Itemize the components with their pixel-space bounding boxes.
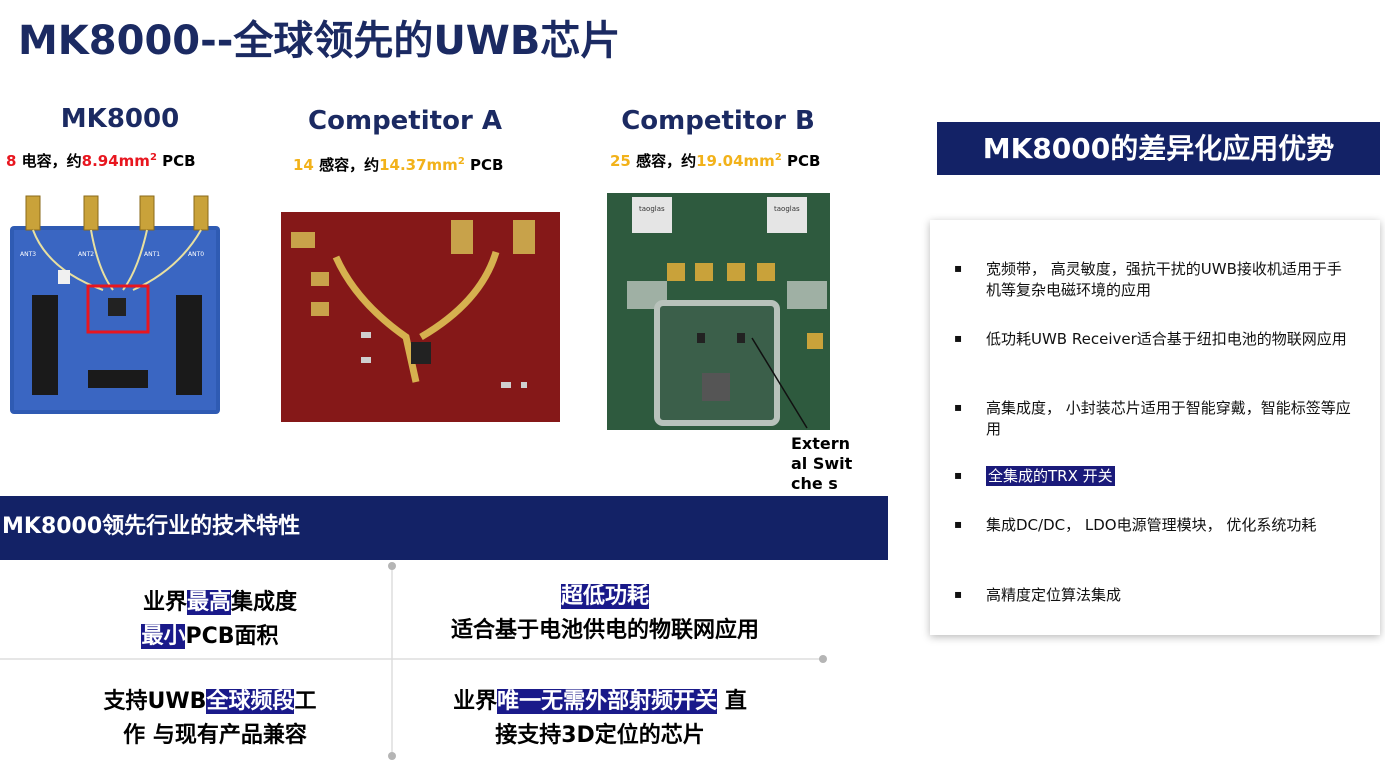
advantage-item: ▪高精度定位算法集成 [954, 586, 1122, 604]
chip-title-mk8000: MK8000 [60, 104, 180, 134]
feature-integration: 业界最高集成度 最小PCB面积 [141, 590, 298, 649]
advantages-header-text: MK8000的差异化应用优势 [982, 132, 1335, 165]
advantage-item: ▪宽频带， 高灵敏度，强抗干扰的UWB接收机适用于手机等复杂电磁环境的应用 [954, 260, 1342, 299]
mk8000-board-photo: ANT3 ANT2 ANT1 ANT0 [8, 190, 222, 416]
pcb-area: 19.04mm [696, 152, 775, 170]
ant-label: ANT1 [144, 251, 160, 258]
competitor-b-board-photo: taoglas taoglas [607, 193, 830, 430]
advantage-item-highlighted: ▪全集成的TRX 开关 [954, 466, 1115, 486]
feature-low-power: 超低功耗 适合基于电池供电的物联网应用 [450, 584, 759, 643]
chip-spec-competitor-b: 25 感容，约19.04mm2 PCB [610, 150, 820, 171]
tech-features-header: MK8000领先行业的技术特性 [0, 496, 888, 560]
pcb-area: 8.94mm [81, 152, 150, 170]
mk8000-board-image: ANT3 ANT2 ANT1 ANT0 [8, 190, 222, 416]
advantage-item: ▪高集成度， 小封装芯片适用于智能穿戴，智能标签等应用 [954, 399, 1351, 438]
competitor-a-board-image [281, 212, 560, 422]
component-count-label: 感容，约 [630, 152, 697, 170]
chip-spec-mk8000: 8 电容，约8.94mm2 PCB [6, 150, 196, 171]
external-switches-label: Extern al Switche s [791, 434, 853, 493]
chip-title-competitor-a: Competitor A [308, 106, 502, 136]
component-count: 8 [6, 152, 17, 170]
antenna-brand-label: taoglas [774, 205, 800, 213]
bullet-icon: ▪ [954, 517, 963, 531]
advantages-panel: ▪宽频带， 高灵敏度，强抗干扰的UWB接收机适用于手机等复杂电磁环境的应用 ▪低… [930, 220, 1380, 635]
ant-label: ANT2 [78, 251, 94, 258]
advantage-item: ▪低功耗UWB Receiver适合基于纽扣电池的物联网应用 [954, 330, 1347, 348]
bullet-icon: ▪ [954, 468, 963, 482]
bullet-icon: ▪ [954, 400, 963, 414]
chip-spec-competitor-a: 14 感容，约14.37mm2 PCB [293, 154, 503, 175]
competitor-a-board-photo [281, 212, 560, 422]
feature-grid-lines [0, 562, 827, 760]
ant-label: ANT0 [188, 251, 204, 258]
competitor-b-board-image: taoglas taoglas [607, 193, 830, 430]
tech-features-header-text: MK8000领先行业的技术特性 [2, 514, 301, 539]
pcb-label: PCB [156, 152, 196, 170]
component-count-label: 感容，约 [313, 156, 380, 174]
feature-global-band: 支持UWB全球频段工 作 与现有产品兼容 [103, 689, 317, 748]
chip-title-competitor-b: Competitor B [621, 106, 815, 136]
pcb-area: 14.37mm [379, 156, 458, 174]
bullet-icon: ▪ [954, 331, 963, 345]
bullet-icon: ▪ [954, 261, 963, 275]
pcb-area-unit-sup: 2 [149, 152, 157, 163]
pcb-label: PCB [464, 156, 504, 174]
advantage-item: ▪集成DC/DC， LDO电源管理模块， 优化系统功耗 [954, 516, 1317, 534]
page-title: MK8000--全球领先的UWB芯片 [18, 18, 621, 64]
ant-label: ANT3 [20, 251, 36, 258]
advantages-header: MK8000的差异化应用优势 [937, 122, 1380, 175]
pcb-label: PCB [781, 152, 821, 170]
pcb-area-unit-sup: 2 [457, 156, 465, 167]
component-count: 14 [293, 156, 314, 174]
pcb-area-unit-sup: 2 [774, 152, 782, 163]
feature-3d-positioning: 业界唯一无需外部射频开关 直 接支持3D定位的芯片 [453, 689, 747, 748]
bullet-icon: ▪ [954, 587, 963, 601]
antenna-brand-label: taoglas [639, 205, 665, 213]
component-count: 25 [610, 152, 631, 170]
component-count-label: 电容，约 [16, 152, 82, 170]
